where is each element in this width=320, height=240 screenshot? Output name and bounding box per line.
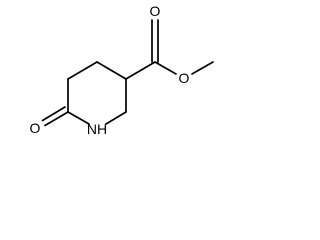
- bond-n-c2: [105, 111, 127, 125]
- bond-c3-carbonyl-carbon: [125, 61, 156, 80]
- ring-nitrogen-label: NH: [87, 121, 107, 137]
- bond-c6-n: [67, 111, 90, 125]
- bond-ester-oxygen-methyl: [191, 61, 214, 75]
- piperidine-ring: [67, 61, 127, 125]
- lactam-carbonyl-double-bond: [41, 106, 69, 127]
- ester-oxygen-label: O: [179, 70, 190, 86]
- chemical-structure-diagram: O NH O O: [30, 3, 214, 137]
- bond-carbonyl-ester-oxygen: [154, 61, 177, 75]
- ester-carbonyl-oxygen-label: O: [150, 3, 161, 19]
- bond-c4-c5: [67, 61, 98, 80]
- bond-c3-c4: [96, 61, 127, 80]
- ester-group: [125, 19, 214, 80]
- ring-carbonyl-oxygen-label: O: [30, 120, 41, 136]
